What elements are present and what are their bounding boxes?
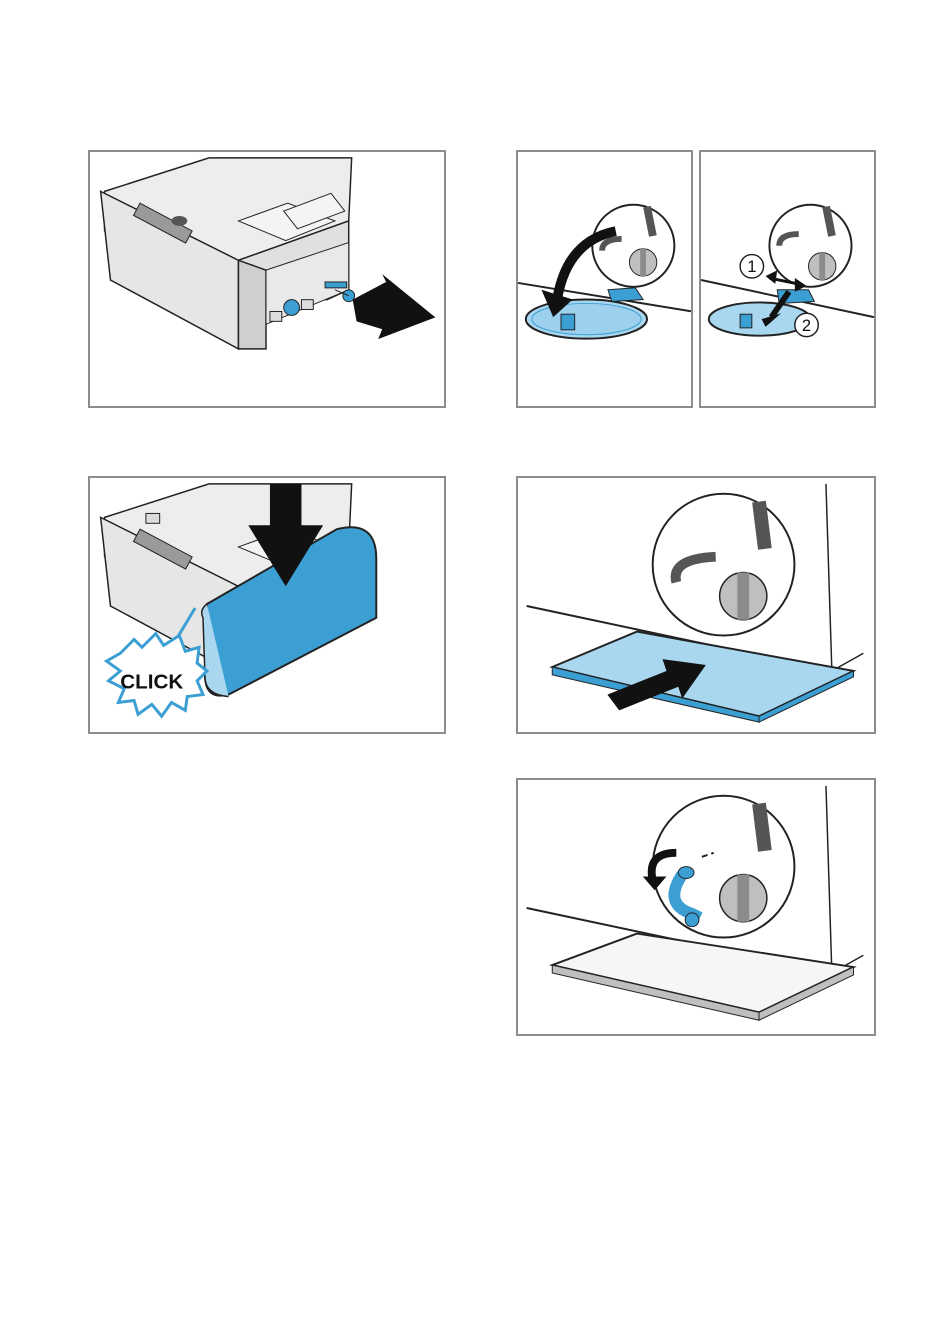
filter-flap-remove-illustration: 1 2: [701, 152, 874, 406]
panel-remove-flap: 1 2: [699, 150, 876, 408]
panel-push-tray-under: [516, 476, 876, 734]
step-one-label: 1: [747, 257, 756, 276]
panel-drain-hose-tray: [516, 778, 876, 1036]
panel-dispenser-click: CLICK: [88, 476, 446, 734]
step-two-label: 2: [802, 316, 811, 335]
panel-dispenser-insert-pin: [88, 150, 446, 408]
click-label: CLICK: [120, 671, 183, 694]
dispenser-illustration: [90, 152, 444, 406]
drain-hose-illustration: [518, 780, 874, 1034]
push-tray-illustration: [518, 478, 874, 732]
filter-flap-open-illustration: [518, 152, 691, 406]
dispenser-click-illustration: CLICK: [90, 478, 444, 732]
panel-open-filter-flap: [516, 150, 693, 408]
